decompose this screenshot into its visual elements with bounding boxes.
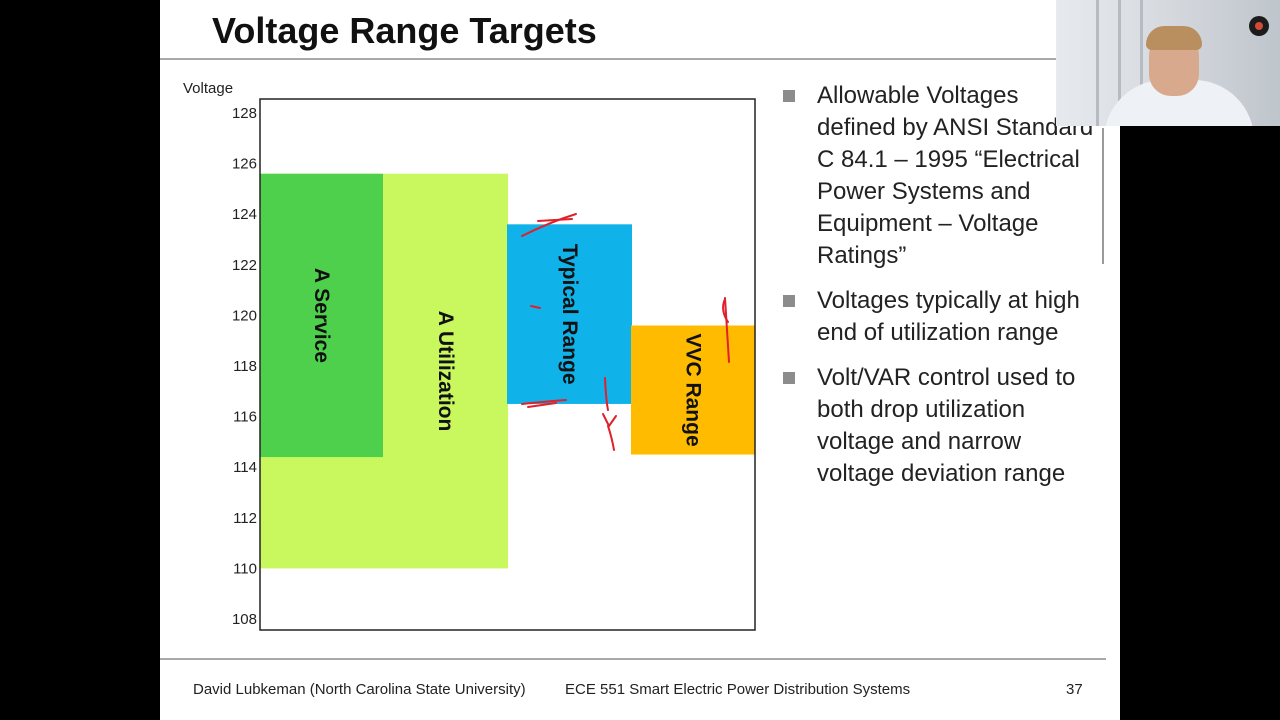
bullet-text: Voltages typically at high end of utiliz…	[817, 287, 1080, 346]
bullet-item: Voltages typically at high end of utiliz…	[780, 285, 1100, 349]
bullet-item: Volt/VAR control used to both drop utili…	[780, 362, 1100, 490]
y-tick-label: 124	[232, 206, 257, 223]
footer-page-number: 37	[1066, 681, 1083, 698]
ink-stroke	[530, 305, 541, 309]
ink-stroke	[521, 399, 567, 405]
bullet-square-icon	[783, 295, 795, 307]
bullet-text: Allowable Voltages defined by ANSI Stand…	[817, 82, 1094, 269]
footer-course: ECE 551 Smart Electric Power Distributio…	[565, 681, 911, 698]
y-tick-label: 128	[232, 105, 257, 122]
ink-stroke	[527, 402, 557, 408]
plot-frame	[259, 98, 756, 631]
y-tick-label: 118	[233, 358, 257, 375]
slide-title: Voltage Range Targets	[212, 10, 597, 51]
y-tick-label: 116	[233, 409, 257, 426]
range-bar-label: A Service	[310, 268, 333, 363]
range-bar-label: VVC Range	[682, 333, 705, 446]
webcam-logo-icon	[1249, 16, 1269, 36]
range-bar-typical-range	[507, 224, 632, 404]
ink-annotations	[521, 213, 730, 451]
voltage-range-chart: Voltage 128 126 124 122 120 118 116 114 112 110 10…	[183, 80, 756, 631]
title-divider	[160, 58, 1106, 60]
bullet-item: Allowable Voltages defined by ANSI Stand…	[780, 80, 1100, 272]
ink-stroke	[604, 377, 609, 411]
range-bar-vvc-range	[631, 325, 755, 455]
y-tick-label: 112	[233, 510, 257, 527]
y-tick-label: 110	[233, 560, 257, 577]
range-bar-label: A Utilization	[434, 311, 457, 432]
y-tick-label: 126	[232, 156, 257, 173]
presenter-hair	[1146, 26, 1202, 50]
footer-divider	[160, 658, 1106, 660]
scroll-indicator	[1102, 128, 1104, 264]
ink-stroke	[537, 218, 573, 222]
bullet-list: Allowable Voltages defined by ANSI Stand…	[780, 80, 1100, 503]
range-bar-label: Typical Range	[558, 244, 581, 385]
y-tick-label: 120	[232, 307, 257, 324]
y-axis-label: Voltage	[183, 80, 233, 97]
presenter-webcam	[1056, 0, 1280, 126]
ink-stroke	[602, 413, 617, 428]
y-tick-label: 108	[232, 611, 257, 628]
ink-stroke	[607, 425, 615, 451]
y-tick-label: 122	[232, 257, 257, 274]
bullet-text: Volt/VAR control used to both drop utili…	[817, 364, 1076, 487]
range-bar-a-service	[260, 173, 383, 458]
ink-stroke	[521, 213, 577, 237]
bullet-square-icon	[783, 90, 795, 102]
ink-stroke	[722, 298, 729, 323]
slide: Voltage Range Targets Voltage 128 126 124 1…	[160, 0, 1120, 720]
ink-stroke	[724, 297, 730, 363]
y-tick-label: 114	[233, 459, 257, 476]
footer-author: David Lubkeman (North Carolina State Uni…	[193, 681, 526, 698]
bullet-square-icon	[783, 372, 795, 384]
